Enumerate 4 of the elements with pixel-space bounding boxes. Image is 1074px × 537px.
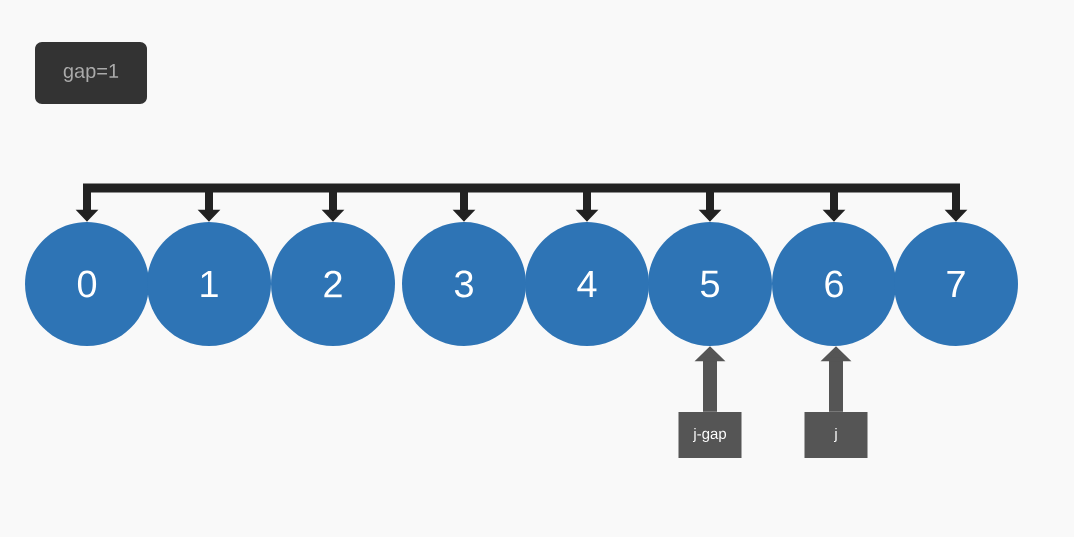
bracket-line [83,183,960,193]
tag-box: gap=1 [35,42,147,104]
pointer-box: j-gap [678,412,742,458]
pointer-box: j [804,412,868,458]
